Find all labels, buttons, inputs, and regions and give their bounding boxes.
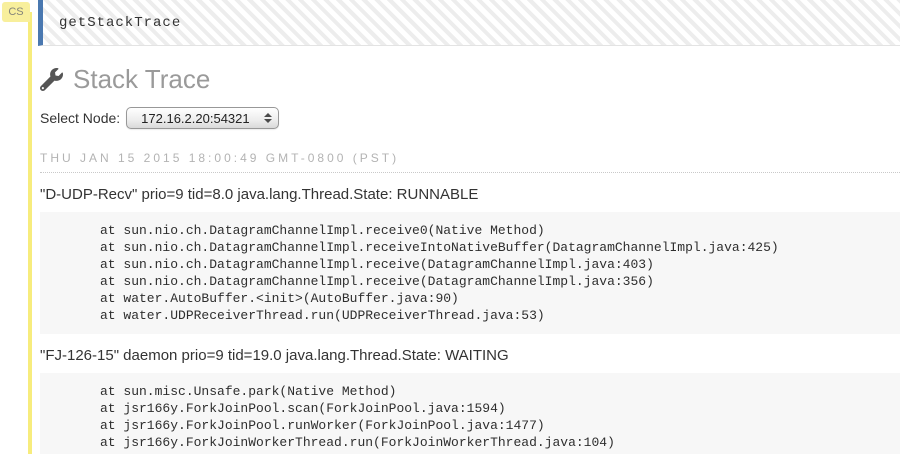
thread-section: "D-UDP-Recv" prio=9 tid=8.0 java.lang.Th…	[40, 186, 900, 334]
thread-header: "D-UDP-Recv" prio=9 tid=8.0 java.lang.Th…	[40, 186, 479, 203]
thread-list: "D-UDP-Recv" prio=9 tid=8.0 java.lang.Th…	[40, 186, 900, 454]
code-cell[interactable]: getStackTrace	[38, 0, 900, 46]
cell-type-badge[interactable]: CS	[2, 2, 30, 22]
node-select-value: 172.16.2.20:54321	[141, 110, 250, 126]
timestamp-heading: THU JAN 15 2015 18:00:49 GMT-0800 (PST)	[40, 151, 900, 173]
thread-header: "FJ-126-15" daemon prio=9 tid=19.0 java.…	[40, 347, 509, 364]
node-select[interactable]: 172.16.2.20:54321	[126, 107, 279, 129]
page-title-text: Stack Trace	[73, 64, 211, 94]
stack-frames: at sun.misc.Unsafe.park(Native Method) a…	[40, 373, 900, 454]
stack-frames: at sun.nio.ch.DatagramChannelImpl.receiv…	[40, 212, 900, 334]
cell-output: Stack Trace Select Node: 172.16.2.20:543…	[0, 46, 900, 454]
cell-execution-rail	[28, 12, 32, 454]
cell-input[interactable]: getStackTrace	[59, 14, 182, 31]
select-node-label: Select Node:	[40, 110, 121, 126]
page-title: Stack Trace	[40, 64, 900, 95]
thread-section: "FJ-126-15" daemon prio=9 tid=19.0 java.…	[40, 347, 900, 454]
wrench-icon	[40, 68, 63, 91]
select-arrows-icon	[263, 113, 272, 123]
node-select-row: Select Node: 172.16.2.20:54321	[40, 107, 900, 129]
